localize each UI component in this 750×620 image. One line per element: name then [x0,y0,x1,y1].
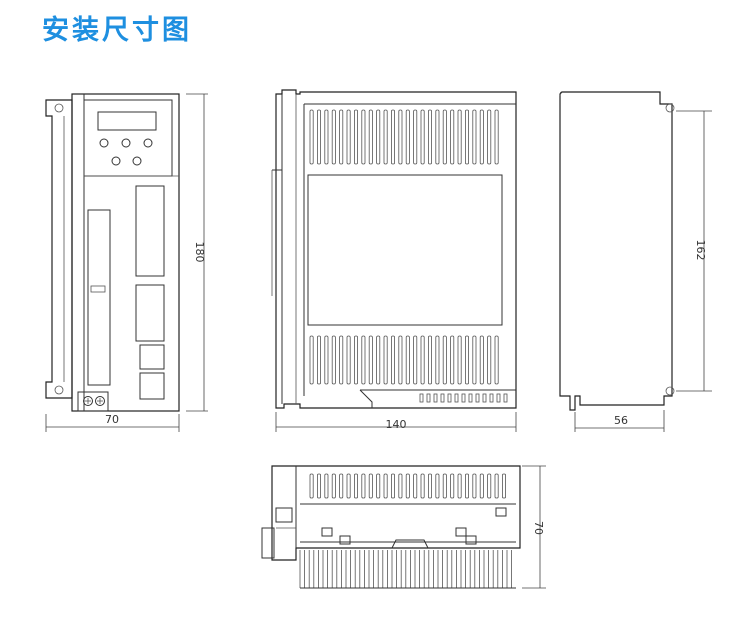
side-width-label: 140 [386,418,407,431]
side-view [271,89,517,432]
back-view [559,91,712,432]
front-height-label: 180 [193,242,206,263]
page-title: 安装尺寸图 [42,15,192,46]
back-width-label: 56 [614,414,628,427]
bottom-view [261,465,546,589]
front-width-label: 70 [105,413,119,426]
front-view [45,93,208,432]
bottom-height-label: 70 [532,521,545,535]
back-height-label: 162 [694,240,707,261]
